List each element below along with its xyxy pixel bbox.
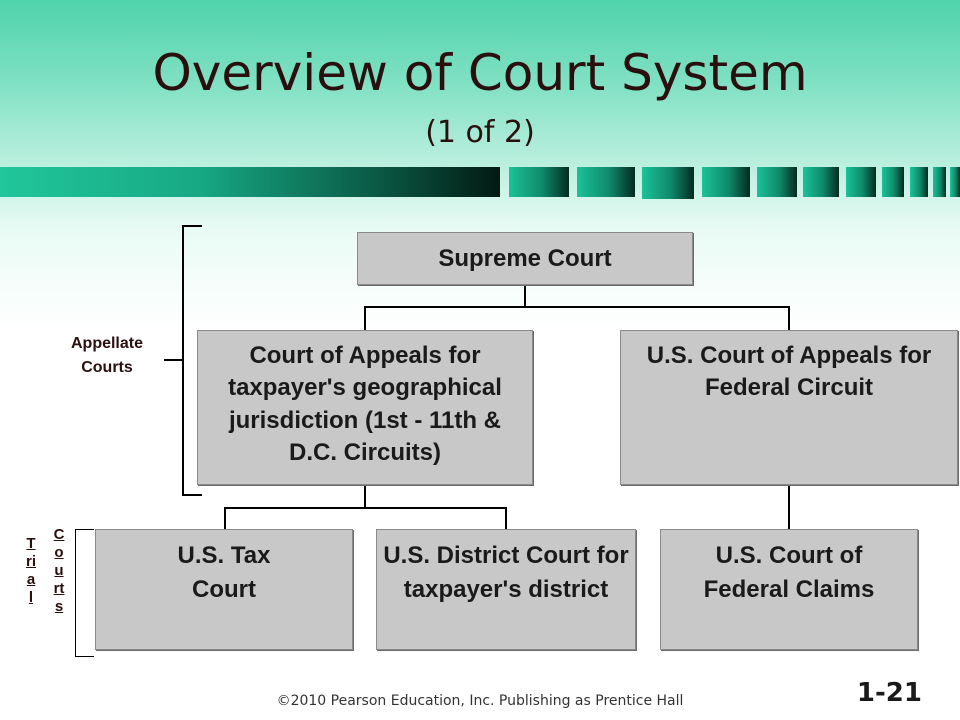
header-square (882, 167, 904, 197)
tax-court-box: U.S. Tax Court (95, 529, 353, 650)
header-square (702, 167, 750, 197)
header-square (642, 167, 694, 199)
district-court-box: U.S. District Court for taxpayer's distr… (376, 529, 636, 650)
appellate-courts-label: Appellate Courts (70, 335, 143, 376)
header-square (757, 167, 797, 197)
supreme-court-box: Supreme Court (357, 232, 693, 285)
header-square (846, 167, 876, 197)
slide-subtitle: (1 of 2) (425, 115, 535, 150)
court-of-appeals-federal-box: U.S. Court of Appeals for Federal Circui… (620, 330, 958, 485)
courts-label: Courts (53, 526, 65, 615)
court-of-appeals-regional-box: Court of Appeals for taxpayer's geograph… (197, 330, 533, 485)
header-square (910, 167, 928, 197)
header-square (950, 167, 960, 197)
copyright-footer: ©2010 Pearson Education, Inc. Publishing… (276, 693, 684, 709)
header-square (509, 167, 569, 197)
page-number: 1-21 (856, 678, 922, 708)
header-square (577, 167, 635, 197)
header-square (803, 167, 839, 197)
slide-title: Overview of Court System (152, 44, 808, 102)
trial-label: Trial (25, 535, 36, 606)
federal-claims-box: U.S. Court of Federal Claims (660, 529, 918, 650)
header-square (933, 167, 946, 197)
header-gradient-band (0, 167, 500, 197)
